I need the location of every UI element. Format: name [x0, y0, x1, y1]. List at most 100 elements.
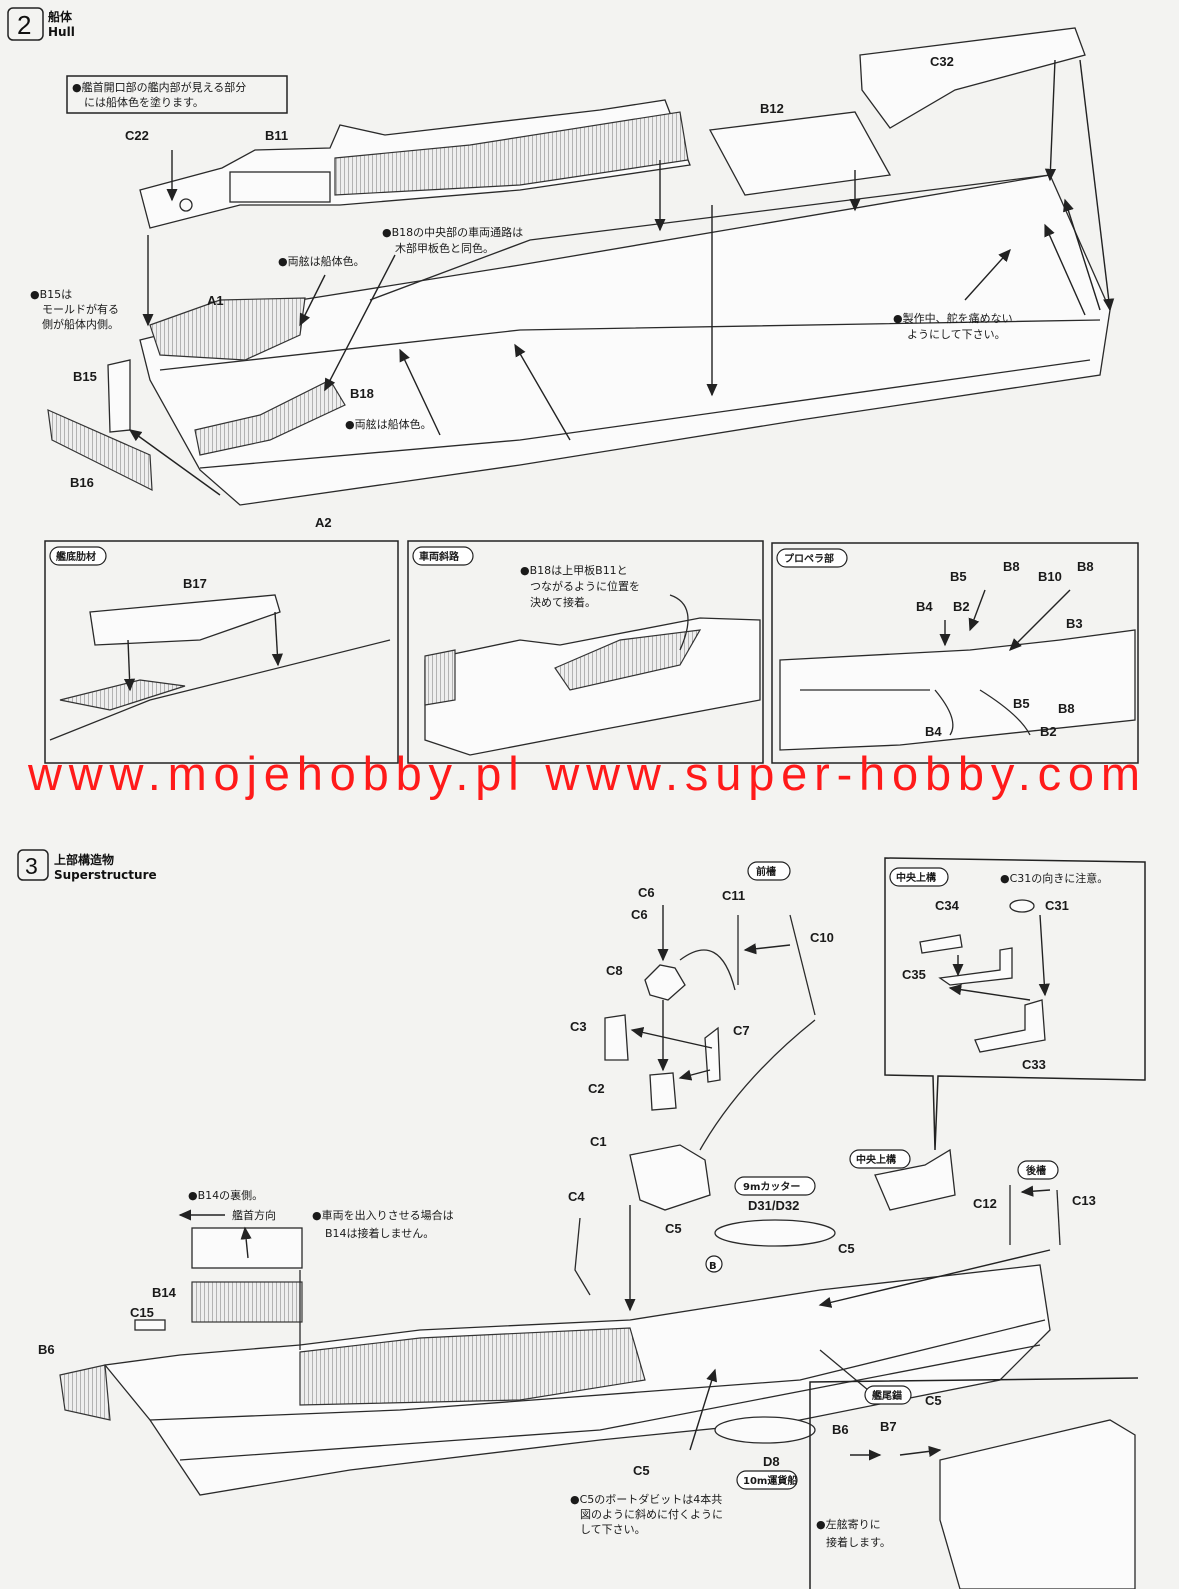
part-label-b15: B15: [73, 369, 97, 384]
group-label-central: 中央上構: [856, 1153, 896, 1166]
part-label-b8: B8: [1077, 559, 1094, 574]
step-number: 3: [25, 853, 38, 879]
step2-header: 2 船体 Hull: [7, 7, 75, 41]
note-b14-vehicle: ●車両を出入りさせる場合は: [312, 1208, 454, 1222]
note-bow-direction: 艦首方向: [232, 1208, 276, 1222]
part-label-b4: B4: [916, 599, 933, 614]
part-label-c11: C11: [722, 888, 745, 903]
part-label-b11: B11: [265, 128, 288, 143]
stern-anchor-inset: 艦尾錨 B6 B7 ●左舷寄りに 接着します。: [809, 1377, 1139, 1589]
group-label: 前檣: [756, 865, 776, 878]
part-label-c10: C10: [810, 930, 834, 945]
part-label-b7: B7: [880, 1419, 897, 1434]
superstructure-hull: [59, 1205, 1051, 1496]
part-label-c4: C4: [568, 1189, 585, 1204]
part-label-c13: C13: [1072, 1193, 1096, 1208]
part-label-c5: C5: [925, 1393, 942, 1408]
note-port-side: ●左舷寄りに: [816, 1517, 881, 1531]
note-b18-center: 木部甲板色と同色。: [395, 241, 494, 255]
inset-title: 車両斜路: [419, 550, 460, 563]
inset-vehicle-ramp: 車両斜路 ●B18は上甲板B11と つながるように位置を 決めて接着。: [407, 540, 764, 764]
note-b15: 側が船体内側。: [42, 317, 119, 331]
note-b15: ●B15は: [30, 288, 72, 301]
part-label-c6: C6: [638, 885, 655, 900]
step-title-jp: 船体: [48, 9, 73, 24]
part-label-c1: C1: [590, 1134, 607, 1149]
part-label-b17: B17: [183, 576, 207, 591]
inset-title: プロペラ部: [784, 552, 834, 565]
part-label-b6: B6: [832, 1422, 849, 1437]
part-label-b6: B6: [38, 1342, 55, 1357]
inset-title: 艦底肋材: [56, 550, 96, 563]
step-title-en: Hull: [48, 25, 75, 39]
inset-bottom-frame: 艦底肋材 B17: [44, 540, 399, 764]
part-label-b2: B2: [1040, 724, 1057, 739]
part-label-c33: C33: [1022, 1057, 1046, 1072]
note-rudder: ようにして下さい。: [907, 328, 1006, 341]
group-label-launch: 10m運貨船: [743, 1474, 797, 1487]
part-label-b18: B18: [350, 386, 374, 401]
note-c5-davit: して下さい。: [580, 1523, 646, 1536]
inset-title: 艦尾錨: [872, 1389, 902, 1402]
note-b14-vehicle: B14は接着しません。: [325, 1226, 434, 1240]
part-label-b3: B3: [1066, 616, 1083, 631]
inset-note: ●C31の向きに注意。: [1000, 871, 1108, 885]
part-label-b14: B14: [152, 1285, 177, 1300]
part-label-b12: B12: [760, 101, 784, 116]
note-b18-center: ●B18の中央部の車両通路は: [382, 225, 523, 239]
foremast-group: 前檣: [574, 861, 816, 1296]
launch-boat: [714, 1416, 816, 1444]
part-label-b4: B4: [925, 724, 942, 739]
part-label-c3: C3: [570, 1019, 587, 1034]
part-label-b5: B5: [1013, 696, 1030, 711]
part-label-c8: C8: [606, 963, 623, 978]
part-label-c31: C31: [1045, 898, 1069, 913]
hull-drawing: [47, 27, 1115, 506]
note-line: ●艦首開口部の艦内部が見える部分: [72, 80, 246, 94]
part-label-c5: C5: [838, 1241, 855, 1256]
note-sides-hull-color: ●両舷は船体色。: [278, 254, 365, 268]
part-label-b2: B2: [953, 599, 970, 614]
part-label-a1: A1: [207, 293, 224, 308]
note-port-side: 接着します。: [826, 1535, 891, 1549]
part-label-b8: B8: [1058, 701, 1075, 716]
part-label-c34: C34: [935, 898, 960, 913]
watermark: www.mojehobby.pl www.super-hobby.com: [27, 747, 1140, 800]
note-sides-hull-color: ●両舷は船体色。: [345, 417, 432, 431]
step-title-jp: 上部構造物: [54, 852, 114, 867]
part-label-c5: C5: [633, 1463, 650, 1478]
part-label-b10: B10: [1038, 569, 1062, 584]
central-superstructure-inset: 中央上構 ●C31の向きに注意。 C34 C31 C35 C33: [884, 857, 1146, 1151]
step-title-en: Superstructure: [54, 868, 157, 882]
part-label-b8: B8: [1003, 559, 1020, 574]
part-label-b16: B16: [70, 475, 94, 490]
part-label-d8: D8: [763, 1454, 780, 1469]
part-label-c22: C22: [125, 128, 149, 143]
note-line: には船体色を塗ります。: [84, 95, 204, 109]
inset-note: ●B18は上甲板B11と: [520, 563, 628, 577]
part-label-c35: C35: [902, 967, 926, 982]
inset-note: 決めて接着。: [530, 595, 596, 609]
inset-title: 中央上構: [896, 871, 936, 884]
inset-propeller: プロペラ部 B5 B8 B10 B8 B4 B2 B3 B5 B8 B4 B2: [771, 542, 1139, 764]
cutter-boat: [714, 1219, 836, 1247]
part-label-c15: C15: [130, 1305, 154, 1320]
part-label-b5: B5: [950, 569, 967, 584]
sprue-b-marker: B: [709, 1261, 717, 1272]
part-label-c6: C6: [631, 907, 648, 922]
part-label-d31-d32: D31/D32: [748, 1198, 799, 1213]
step-number: 2: [17, 10, 31, 40]
step-number-box: [7, 7, 44, 41]
group-label-cutter: 9mカッター: [743, 1181, 800, 1193]
part-label-c5: C5: [665, 1221, 682, 1236]
note-c5-davit: ●C5のボートダビットは4本共: [570, 1492, 722, 1506]
bow-interior-note: ●艦首開口部の艦内部が見える部分 には船体色を塗ります。: [66, 75, 288, 114]
note-b15: モールドが有る: [42, 302, 119, 316]
part-label-a2: A2: [315, 515, 332, 530]
part-label-c2: C2: [588, 1081, 605, 1096]
part-label-c32: C32: [930, 54, 954, 69]
note-rudder: ●製作中、舵を痛めない: [893, 311, 1013, 325]
b14-part: [191, 1281, 303, 1323]
